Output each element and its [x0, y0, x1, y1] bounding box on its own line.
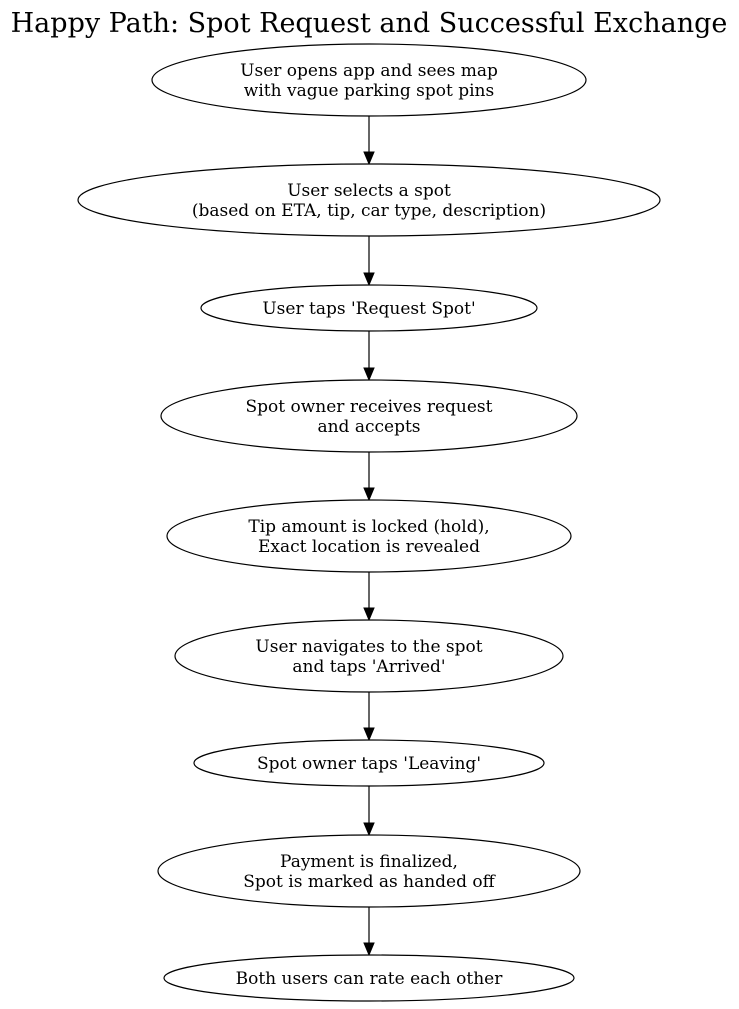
node-ellipse [157, 834, 581, 908]
node-label-line: User navigates to the spot [255, 637, 482, 657]
node-ellipse [166, 499, 572, 573]
edge-request-spot-to-owner-accepts [363, 331, 375, 382]
node-rate-each-other: Both users can rate each other [163, 954, 575, 1002]
node-label-line: (based on ETA, tip, car type, descriptio… [192, 201, 546, 221]
node-ellipse [151, 43, 587, 117]
node-ellipse [77, 163, 661, 237]
node-leaving: Spot owner taps 'Leaving' [193, 739, 545, 787]
edge-select-spot-to-request-spot [363, 236, 375, 287]
edge-open-app-to-select-spot [363, 116, 375, 166]
arrowhead-icon [363, 151, 375, 166]
edge-leaving-to-payment-finalized [363, 786, 375, 837]
node-ellipse [163, 954, 575, 1002]
node-ellipse [174, 619, 564, 693]
node-payment-finalized: Payment is finalized,Spot is marked as h… [157, 834, 581, 908]
node-select-spot: User selects a spot(based on ETA, tip, c… [77, 163, 661, 237]
arrowhead-icon [363, 487, 375, 502]
node-ellipse [193, 739, 545, 787]
edge-owner-accepts-to-tip-locked [363, 452, 375, 502]
node-tip-locked: Tip amount is locked (hold),Exact locati… [166, 499, 572, 573]
node-label-line: Spot owner receives request [246, 397, 493, 417]
arrowhead-icon [363, 272, 375, 287]
node-label-line: Tip amount is locked (hold), [248, 517, 489, 537]
arrowhead-icon [363, 727, 375, 742]
arrowhead-icon [363, 607, 375, 622]
edge-tip-locked-to-arrived [363, 572, 375, 622]
edges-layer [363, 116, 375, 957]
edge-arrived-to-leaving [363, 692, 375, 742]
node-request-spot: User taps 'Request Spot' [200, 284, 538, 332]
node-label-line: Spot owner taps 'Leaving' [257, 754, 481, 774]
node-label-line: Exact location is revealed [258, 537, 480, 557]
node-label-line: Payment is finalized, [280, 852, 458, 872]
node-label-line: and accepts [317, 417, 420, 437]
node-label-line: User opens app and sees map [240, 61, 498, 81]
node-label-line: Both users can rate each other [236, 969, 504, 989]
arrowhead-icon [363, 822, 375, 837]
edge-payment-finalized-to-rate-each-other [363, 907, 375, 957]
node-label-line: and taps 'Arrived' [292, 657, 445, 677]
node-label-line: User selects a spot [287, 181, 451, 201]
arrowhead-icon [363, 942, 375, 957]
arrowhead-icon [363, 367, 375, 382]
diagram-title: Happy Path: Spot Request and Successful … [11, 8, 728, 39]
node-ellipse [200, 284, 538, 332]
node-label-line: User taps 'Request Spot' [262, 299, 475, 319]
node-label-line: with vague parking spot pins [244, 81, 494, 101]
node-label-line: Spot is marked as handed off [243, 872, 496, 892]
node-ellipse [160, 379, 578, 453]
